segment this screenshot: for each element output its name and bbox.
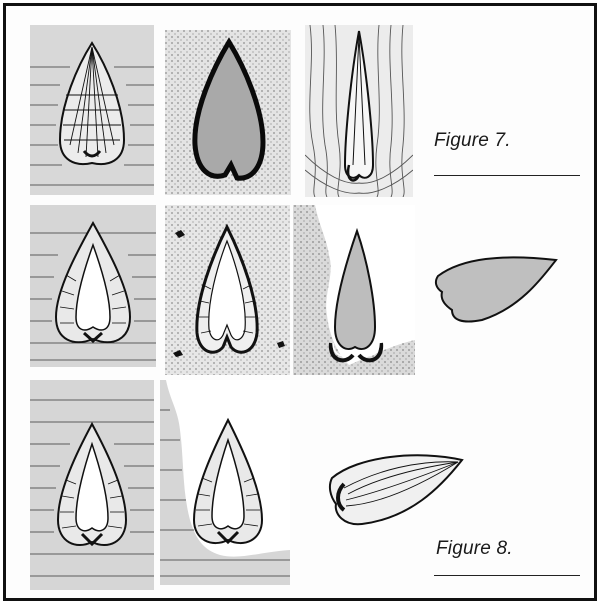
panel-striated-hollow-leaf-a	[30, 205, 156, 367]
figure-7-rule	[434, 175, 580, 176]
figure-8-rule	[434, 575, 580, 576]
panel-eroded-hollow-leaf	[160, 380, 290, 585]
panel-striated-ribbed-leaf	[30, 25, 154, 195]
panel-horizontal-ribbed-leaf	[328, 448, 466, 528]
panel-horizontal-gray-leaf	[432, 250, 560, 328]
figure-7-caption: Figure 7.	[434, 130, 511, 152]
panel-woodgrain-cone	[305, 25, 413, 197]
panel-stippled-hollow-leaf	[165, 205, 290, 375]
panel-stippled-dark-leaf	[165, 30, 291, 195]
panel-eroded-gray-leaf	[293, 205, 415, 375]
figure-8-caption: Figure 8.	[436, 538, 513, 560]
panel-striated-hollow-leaf-b	[30, 380, 154, 590]
